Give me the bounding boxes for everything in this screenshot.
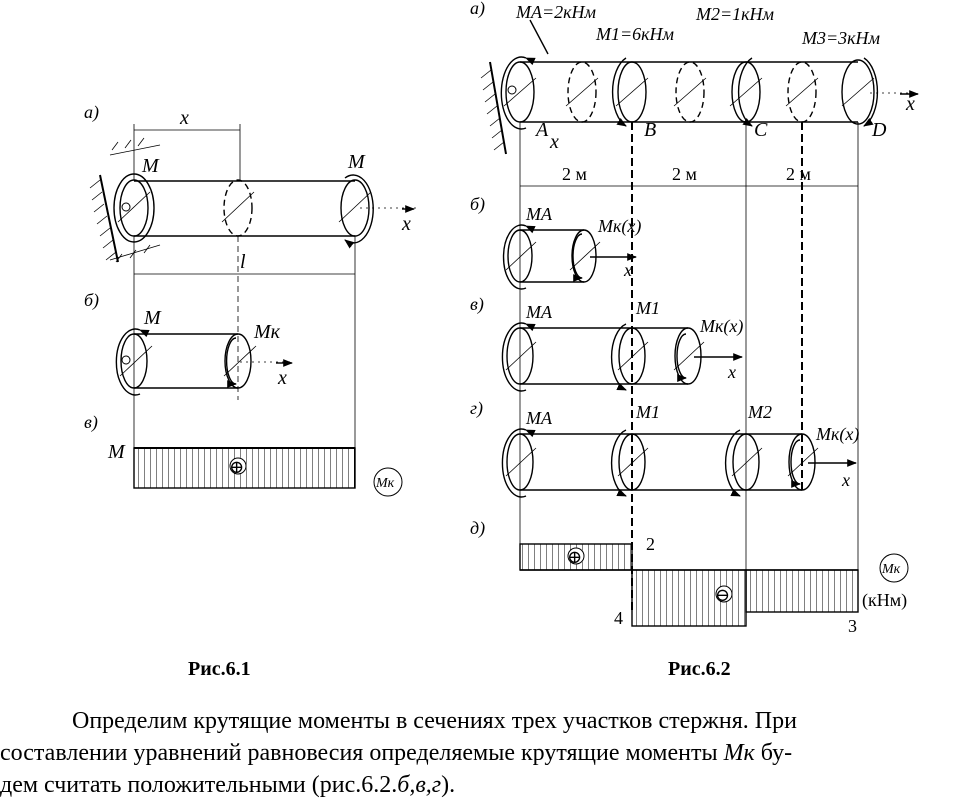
fig1-label-b: б) [84,290,99,311]
fig2-M2-val: M2=1кНм [695,4,775,24]
fig1-M-c: M [107,441,126,463]
figure-6-1: а) x M M x [84,102,416,497]
fig1-M-right: M [347,151,366,173]
fig2-MA-d: MA [525,408,553,428]
fig1-dim-l: l [240,251,246,273]
fig2-Mkx-d: Mк(x) [815,424,859,445]
paragraph-line-2-text: составлении уравнений равновесия определ… [0,740,724,766]
fig1-badge: Mк [375,476,395,491]
fig2-point-C: C [754,119,768,141]
fig1-M-left: M [141,155,160,177]
figure-6-2: а) MA=2кНм M1=6кНм M2=1кНм M3=3кНм [470,0,919,636]
fig1-dim-x: x [179,107,189,129]
torsion-diagrams: а) x M M x [84,0,919,636]
figure-caption-6-2: Рис.6.2 [668,658,731,680]
fig2-Mkx-b: Mк(x) [597,216,641,237]
body-paragraph: Определим крутящие моменты в сечениях тр… [0,705,979,801]
fig1-axis-x-a: x [401,213,411,235]
fig2-point-D: D [871,119,887,141]
fig2-label-c: в) [470,294,484,315]
fig2-M1-val: M1=6кНм [595,24,675,44]
fig2-M1-d: M1 [635,402,660,422]
fig2-minus: ⊖ [715,585,730,605]
fig2-unit: (кНм) [862,590,907,611]
figure-caption-6-1: Рис.6.1 [188,658,251,680]
fig2-axis-x-a: x [905,93,915,115]
fig2-x-b: x [623,260,632,280]
fig2-M2-d: M2 [747,402,772,422]
fig2-x-a: x [549,131,559,153]
paragraph-line-3-end: ). [441,772,456,798]
fig1-label-c: в) [84,412,98,433]
fig2-x-d: x [841,470,850,490]
fig2-value-2: 2 [646,534,655,554]
paragraph-line-3: дем считать положительными (рис.6.2.б,в,… [0,769,979,801]
fig2-badge: Mк [881,562,901,577]
fig2-segment-CD [745,569,859,613]
fig1-label-a: а) [84,102,99,123]
fig2-seg2: 2 м [672,164,697,184]
fig2-seg1: 2 м [562,164,587,184]
fig2-point-B: B [644,119,656,141]
fig2-value-3: 3 [848,616,857,636]
fig2-label-b: б) [470,194,485,215]
fig2-point-A: A [534,119,549,141]
fig2-Mkx-c: Mк(x) [699,316,743,337]
fig2-MA-c: MA [525,302,553,322]
fig2-value-4: 4 [614,608,623,628]
paragraph-variable-mk: Mк [723,740,755,766]
fig1-plus: ⊕ [229,457,244,477]
fig2-MA-val: MA=2кНм [515,2,597,22]
fig2-label-d: г) [470,398,483,419]
fig2-M1-c: M1 [635,298,660,318]
fig2-MA-b: MA [525,204,553,224]
paragraph-figure-refs: б,в,г [397,772,442,798]
fig2-x-c: x [727,362,736,382]
paragraph-line-3-text: дем считать положительными (рис.6.2. [0,772,398,798]
paragraph-line-1: Определим крутящие моменты в сечениях тр… [72,708,797,734]
paragraph-line-2-end: бу- [754,740,793,766]
fig1-Mk-b: Mк [253,321,281,343]
fig2-label-a: а) [470,0,485,19]
fig2-plus: ⊕ [567,547,582,567]
fig1-axis-x-b: x [277,367,287,389]
fig2-label-e: д) [470,518,485,539]
fig2-M3-val: M3=3кНм [801,28,881,48]
fig1-M-b: M [143,307,162,329]
fig2-seg3: 2 м [786,164,811,184]
paragraph-line-2: составлении уравнений равновесия определ… [0,737,979,769]
